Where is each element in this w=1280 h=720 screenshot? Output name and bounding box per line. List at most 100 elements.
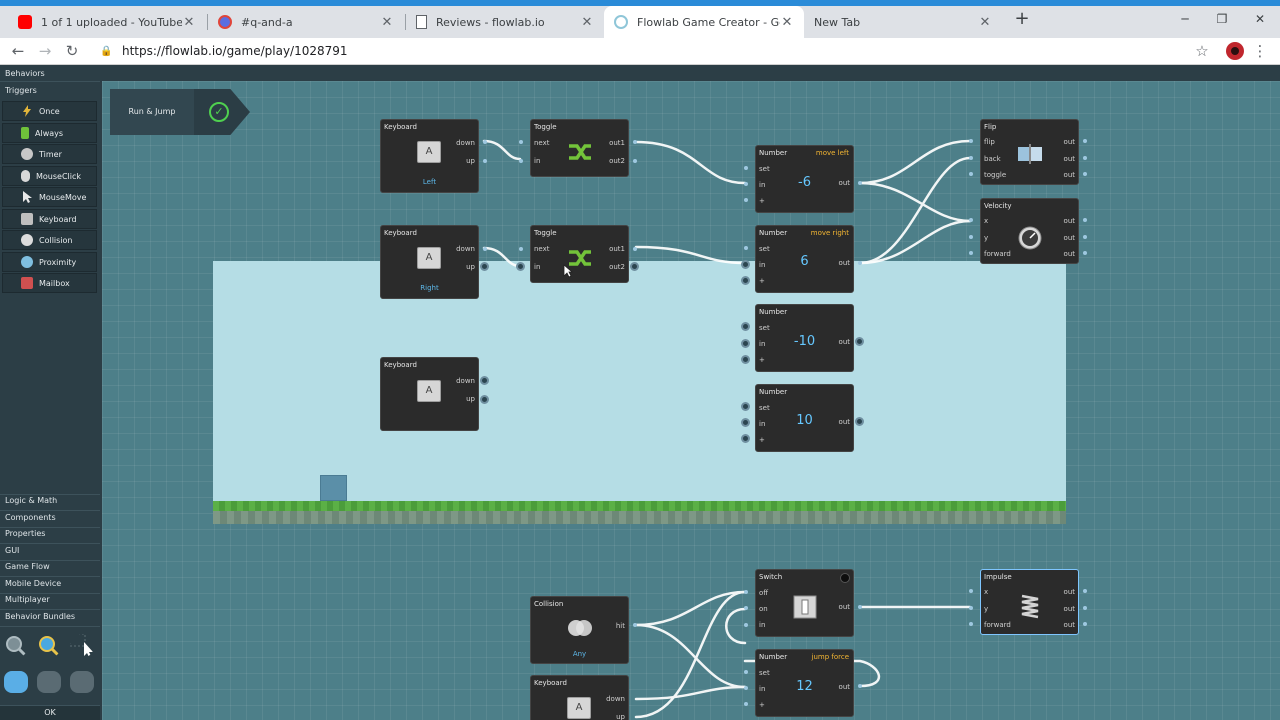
play-button[interactable]: [4, 671, 28, 693]
input-port[interactable]: [969, 251, 973, 255]
pause-button[interactable]: [37, 671, 61, 693]
output-port[interactable]: [483, 140, 487, 144]
category-game-flow[interactable]: Game Flow: [5, 562, 50, 571]
output-port[interactable]: [480, 262, 489, 271]
input-port[interactable]: [744, 606, 748, 610]
keyboard-node-right[interactable]: Keyboard A down up Right: [380, 225, 479, 299]
zoom-in-icon[interactable]: [37, 634, 61, 658]
category-gui[interactable]: GUI: [5, 546, 20, 555]
input-port[interactable]: [969, 589, 973, 593]
output-port[interactable]: [633, 247, 637, 251]
input-port[interactable]: [744, 182, 748, 186]
input-port[interactable]: [519, 247, 523, 251]
number-node-move-left[interactable]: Number move left set in + out -6: [755, 145, 854, 213]
category-mobile-device[interactable]: Mobile Device: [5, 579, 62, 588]
trigger-item-always[interactable]: Always: [2, 123, 97, 143]
input-port[interactable]: [741, 276, 750, 285]
back-button[interactable]: ←: [11, 42, 25, 60]
bundle-tab-run-jump[interactable]: Run & Jump ✓: [110, 89, 250, 135]
triggers-heading[interactable]: Triggers: [5, 86, 37, 95]
impulse-node[interactable]: Impulse x y forward out out out: [980, 569, 1079, 635]
input-port[interactable]: [741, 355, 750, 364]
trigger-item-timer[interactable]: Timer: [2, 144, 97, 164]
category-properties[interactable]: Properties: [5, 529, 46, 538]
output-port[interactable]: [855, 337, 864, 346]
browser-menu-icon[interactable]: ⋮: [1252, 42, 1268, 60]
number-node-move-right[interactable]: Number move right set in + out 6: [755, 225, 854, 293]
toggle-node[interactable]: Toggle next in out1 out2: [530, 225, 629, 283]
output-port[interactable]: [1083, 235, 1087, 239]
close-icon[interactable]: ✕: [781, 14, 793, 30]
new-tab-button[interactable]: +: [1014, 8, 1030, 29]
input-port[interactable]: [519, 159, 523, 163]
output-port[interactable]: [858, 181, 862, 185]
output-port[interactable]: [1083, 139, 1087, 143]
keyboard-node-left[interactable]: Keyboard A down up Left: [380, 119, 479, 193]
category-behavior-bundles[interactable]: Behavior Bundles: [5, 612, 76, 621]
reload-button[interactable]: ↻: [65, 42, 79, 60]
input-port[interactable]: [741, 434, 750, 443]
output-port[interactable]: [855, 417, 864, 426]
switch-node[interactable]: Switch off on in out: [755, 569, 854, 637]
category-logic-math[interactable]: Logic & Math: [5, 496, 58, 505]
trigger-item-proximity[interactable]: Proximity: [2, 252, 97, 272]
trigger-item-once[interactable]: Once: [2, 101, 97, 121]
output-port[interactable]: [1083, 156, 1087, 160]
behaviors-heading[interactable]: Behaviors: [5, 69, 45, 78]
input-port[interactable]: [969, 156, 973, 160]
toggle-node[interactable]: Toggle next in out1 out2: [530, 119, 629, 177]
output-port[interactable]: [480, 395, 489, 404]
trigger-item-mouseclick[interactable]: MouseClick: [2, 166, 97, 186]
close-icon[interactable]: ✕: [183, 14, 195, 30]
output-port[interactable]: [1083, 589, 1087, 593]
input-port[interactable]: [741, 402, 750, 411]
input-port[interactable]: [744, 623, 748, 627]
input-port[interactable]: [519, 140, 523, 144]
input-port[interactable]: [741, 260, 750, 269]
input-port[interactable]: [741, 418, 750, 427]
input-port[interactable]: [744, 166, 748, 170]
close-icon[interactable]: ✕: [381, 14, 393, 30]
output-port[interactable]: [858, 684, 862, 688]
output-port[interactable]: [1083, 218, 1087, 222]
output-port[interactable]: [1083, 606, 1087, 610]
trigger-item-mailbox[interactable]: Mailbox: [2, 273, 97, 293]
close-icon[interactable]: ✕: [979, 14, 991, 30]
output-port[interactable]: [633, 140, 637, 144]
trigger-item-collision[interactable]: Collision: [2, 230, 97, 250]
input-port[interactable]: [969, 606, 973, 610]
input-port[interactable]: [969, 218, 973, 222]
input-port[interactable]: [516, 262, 525, 271]
output-port[interactable]: [858, 261, 862, 265]
tab-flowlab[interactable]: Flowlab Game Creator - Generic ✕: [604, 6, 804, 38]
input-port[interactable]: [744, 702, 748, 706]
output-port[interactable]: [630, 262, 639, 271]
input-port[interactable]: [969, 622, 973, 626]
output-port[interactable]: [633, 623, 637, 627]
output-port[interactable]: [858, 605, 862, 609]
close-icon[interactable]: ✕: [581, 14, 593, 30]
input-port[interactable]: [744, 590, 748, 594]
trigger-item-keyboard[interactable]: Keyboard: [2, 209, 97, 229]
url-text[interactable]: https://flowlab.io/game/play/1028791: [122, 44, 348, 58]
output-port[interactable]: [483, 159, 487, 163]
output-port[interactable]: [480, 376, 489, 385]
output-port[interactable]: [1083, 251, 1087, 255]
select-tool-icon[interactable]: [70, 634, 94, 658]
tab-reviews[interactable]: Reviews - flowlab.io ✕: [406, 6, 604, 38]
category-multiplayer[interactable]: Multiplayer: [5, 595, 50, 604]
stop-button[interactable]: [70, 671, 94, 693]
input-port[interactable]: [744, 246, 748, 250]
number-node-jump-force[interactable]: Number jump force set in + out 12: [755, 649, 854, 717]
input-port[interactable]: [969, 139, 973, 143]
forward-button[interactable]: →: [38, 42, 52, 60]
trigger-item-mousemove[interactable]: MouseMove: [2, 187, 97, 207]
number-node[interactable]: Number set in + out -10: [755, 304, 854, 372]
category-components[interactable]: Components: [5, 513, 56, 522]
bookmark-star-icon[interactable]: ☆: [1195, 42, 1209, 60]
number-node[interactable]: Number set in + out 10: [755, 384, 854, 452]
input-port[interactable]: [744, 686, 748, 690]
ok-button[interactable]: OK: [0, 705, 100, 720]
output-port[interactable]: [633, 159, 637, 163]
minimize-button[interactable]: ─: [1181, 12, 1189, 26]
